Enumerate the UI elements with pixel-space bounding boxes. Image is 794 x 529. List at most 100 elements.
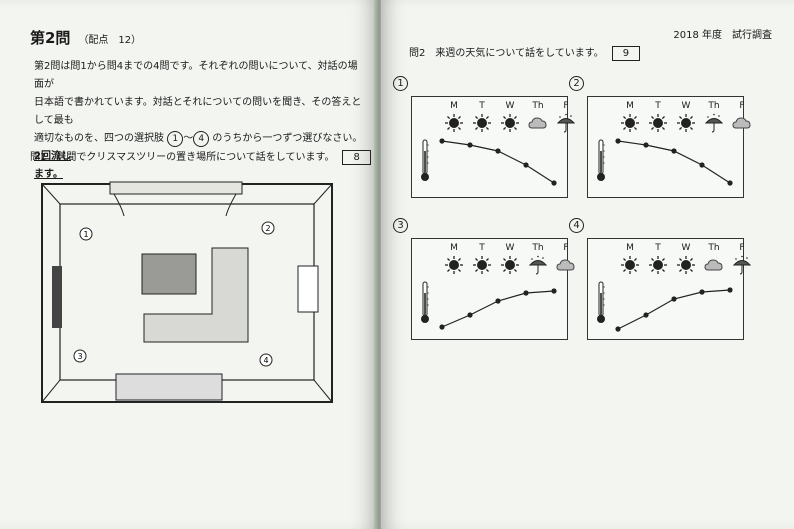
day-label: M (626, 243, 634, 253)
day-label: T (655, 101, 661, 111)
day-label: M (450, 101, 458, 111)
sun-icon (445, 256, 463, 274)
day-label: W (505, 243, 515, 253)
day-label: F (739, 101, 745, 111)
answer-box-8: 8 (342, 150, 371, 165)
trend-point (495, 148, 501, 154)
day-label: Th (532, 101, 544, 111)
trend-point (467, 312, 473, 318)
temperature-trend (615, 138, 733, 186)
thermometer-icon (421, 281, 429, 323)
cloud-icon (732, 117, 751, 129)
weather-option-1: M T W Th F (411, 96, 576, 198)
trend-point (615, 138, 621, 144)
trend-point (643, 142, 649, 148)
instruction-line-3: 適切なものを、四つの選択肢 1〜4 のうちから一つずつ選びなさい。 2回流し (34, 131, 363, 162)
thermometer-icon (597, 139, 605, 181)
temperature-trend (439, 138, 557, 186)
sun-icon (677, 256, 695, 274)
answer-box-9: 9 (611, 46, 641, 61)
trend-point (495, 298, 501, 304)
umbrella-icon (704, 113, 724, 133)
sun-icon (473, 256, 491, 274)
rug (141, 253, 197, 295)
sun-icon (649, 256, 667, 274)
day-label: T (479, 101, 485, 111)
section-title: 第2問（配点 12） (30, 29, 142, 47)
choice-1-marker: 1 (167, 131, 184, 147)
sun-icon (621, 256, 639, 274)
trend-point (467, 142, 473, 148)
trend-point (699, 162, 705, 168)
television (52, 266, 62, 328)
cloud-icon (528, 117, 547, 129)
option-label-1: 1 (393, 76, 408, 91)
option-label-2: 2 (569, 76, 584, 91)
umbrella-icon (556, 113, 576, 133)
sun-icon (621, 114, 639, 132)
thermometer-icon (597, 281, 605, 323)
position-1: 1 (83, 230, 88, 239)
points-label: （配点 12） (78, 35, 142, 46)
trend-point (727, 180, 733, 186)
room-illustration: 1 2 3 4 (41, 181, 333, 403)
day-label: Th (532, 243, 544, 253)
day-label: T (655, 243, 661, 253)
trend-line (617, 140, 731, 184)
question-1: 問1 居間でクリスマスツリーの置き場所について話をしています。8 (30, 148, 371, 165)
instruction-line-2: 日本語で書かれています。対話とそれについての問いを聞き、その答えとして最も (34, 97, 362, 126)
page-header: 2018 年度 試行調査 (673, 30, 772, 41)
shelf (115, 373, 223, 401)
option-label-3: 3 (393, 218, 408, 233)
day-label: M (626, 101, 634, 111)
trend-line (441, 290, 555, 328)
sofa (143, 247, 249, 343)
day-label: W (681, 101, 691, 111)
umbrella-icon (528, 255, 548, 275)
sun-icon (649, 114, 667, 132)
option-label-4: 4 (569, 218, 584, 233)
position-4: 4 (263, 356, 268, 365)
trend-point (727, 287, 733, 293)
day-label: M (450, 243, 458, 253)
umbrella-icon (732, 255, 752, 275)
trend-point (439, 138, 445, 144)
trend-point (671, 148, 677, 154)
day-label: T (479, 243, 485, 253)
temperature-trend (615, 287, 733, 332)
day-label: Th (708, 243, 720, 253)
trend-point (671, 296, 677, 302)
book-gutter (374, 0, 384, 529)
trend-point (643, 312, 649, 318)
day-label: F (739, 243, 745, 253)
trend-line (441, 140, 555, 184)
door (297, 265, 319, 313)
trend-line (617, 289, 731, 330)
sun-icon (501, 114, 519, 132)
sun-icon (473, 114, 491, 132)
thermometer-icon (421, 139, 429, 181)
trend-point (551, 288, 557, 294)
instruction-line-4: ます。 (34, 169, 63, 180)
trend-point (439, 324, 445, 330)
curtain-window (109, 181, 243, 217)
trend-point (523, 290, 529, 296)
cloud-icon (556, 259, 575, 271)
day-label: W (505, 101, 515, 111)
trend-point (615, 326, 621, 332)
temperature-trend (439, 288, 557, 330)
emphasis-text: 2回流し (34, 151, 71, 162)
sun-icon (501, 256, 519, 274)
trend-point (551, 180, 557, 186)
left-page: 第2問（配点 12） 第2問は問1から問4までの4問です。それぞれの問いについて… (0, 0, 378, 529)
trend-point (699, 289, 705, 295)
day-label: F (563, 101, 569, 111)
sun-icon (445, 114, 463, 132)
position-3: 3 (77, 352, 82, 361)
position-2: 2 (265, 224, 270, 233)
instruction-line-1: 第2問は問1から問4までの4問です。それぞれの問いについて、対話の場面が (34, 61, 358, 90)
